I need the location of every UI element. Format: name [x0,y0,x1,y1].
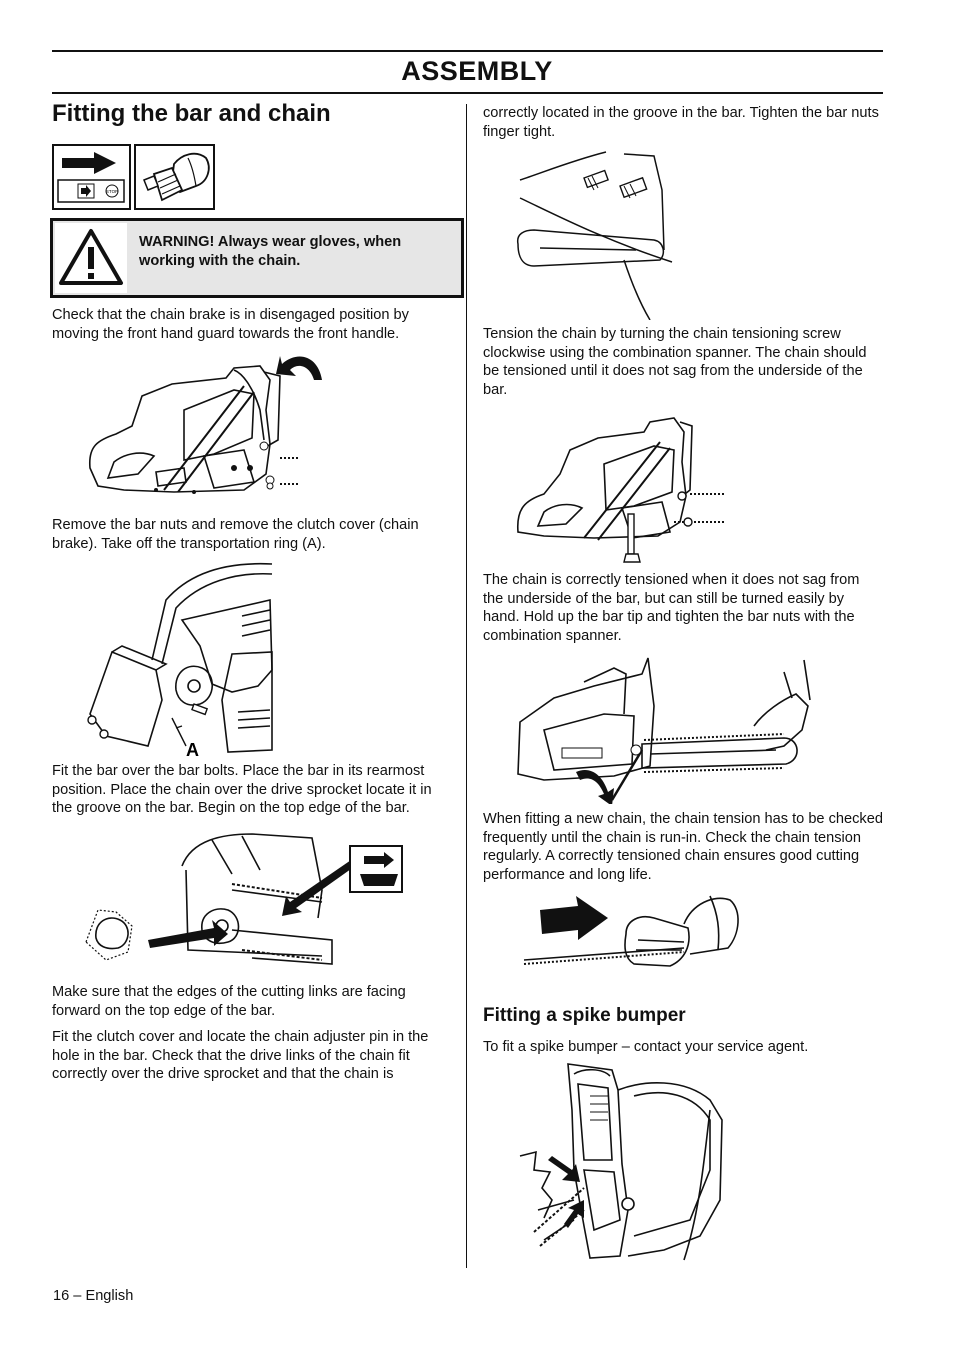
warning-triangle-icon [59,229,123,285]
figure-chain-gloves [514,890,754,974]
column-divider [466,104,467,1268]
right-paragraph-4: When fitting a new chain, the chain tens… [483,811,883,883]
header-top-rule [52,50,883,52]
left-paragraph-3: Fit the bar over the bar bolts. Place th… [52,763,432,817]
right-paragraph-1: correctly located in the groove in the b… [483,105,879,140]
arrow-sprocket-icon [148,920,228,948]
figure-spike-bumper [514,1060,734,1270]
figure-clutch-cover: A [82,560,282,760]
read-manual-icon: STOP [57,152,125,203]
warning-box: WARNING! Always wear gloves, when workin… [50,218,464,298]
cutting-link-icon [360,852,398,886]
left-paragraph-4: Make sure that the edges of the cutting … [52,984,406,1019]
subsection-title: Fitting a spike bumper [483,1005,686,1026]
left-paragraph-2: Remove the bar nuts and remove the clutc… [52,517,419,552]
warning-text: WARNING! Always wear gloves, when workin… [139,234,402,269]
right-paragraph-2: Tension the chain by turning the chain t… [483,326,867,398]
gloves-icon-box [134,144,215,210]
figure-tighten-nuts [514,654,814,804]
page-header-title: ASSEMBLY [401,56,553,86]
transport-ring-label: A [186,740,199,760]
arrow-lower-icon [564,1200,584,1228]
gloves-icon [143,152,210,202]
stop-label: STOP [106,189,118,194]
section-title: Fitting the bar and chain [52,100,331,127]
header-bottom-rule [52,92,883,94]
direction-arrow-icon [276,356,322,380]
rotate-arrow-icon [576,770,614,804]
right-paragraph-5: To fit a spike bumper – contact your ser… [483,1039,809,1055]
left-paragraph-1: Check that the chain brake is in disenga… [52,307,409,342]
warning-icon-panel [55,223,127,293]
right-paragraph-3: The chain is correctly tensioned when it… [483,572,860,644]
page-footer: 16 – English [53,1288,134,1304]
figure-bar-and-chain [82,830,412,980]
figure-chain-brake [84,350,324,505]
arrow-upper-icon [548,1156,580,1182]
manual-icon-box: STOP [52,144,131,210]
arrow-groove-icon [282,858,358,916]
left-paragraph-5: Fit the clutch cover and locate the chai… [52,1029,429,1083]
figure-bar-nuts [514,150,674,320]
figure-tension-chain [514,404,734,572]
direction-arrow-icon [540,896,608,940]
